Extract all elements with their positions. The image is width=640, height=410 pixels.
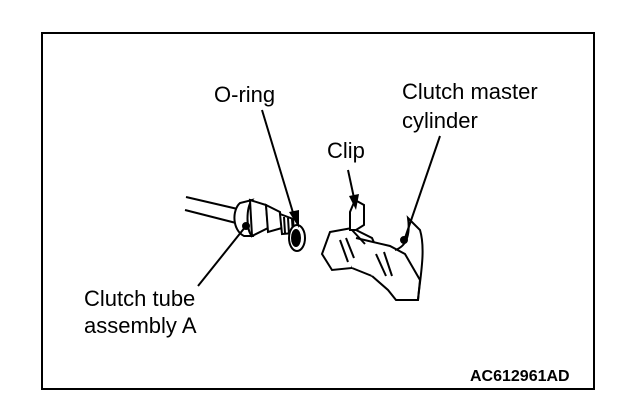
clip-leader	[347, 169, 355, 199]
clutch-tube-leader	[197, 225, 247, 287]
o-ring-icon	[288, 224, 306, 252]
o-ring-leader	[261, 109, 295, 217]
figure-frame	[41, 32, 595, 390]
clutch-tube-icon	[184, 196, 296, 238]
clip-arrowhead	[349, 194, 359, 210]
clip-icon	[349, 198, 366, 245]
clutch-master-label-line2: cylinder	[402, 108, 478, 133]
clip-label: Clip	[327, 138, 365, 163]
figure-code: AC612961AD	[470, 368, 570, 385]
clutch-tube-label-line2: assembly A	[84, 313, 197, 338]
o-ring-arrowhead	[289, 210, 299, 228]
leader-lines	[197, 109, 441, 287]
master-cylinder-dot	[400, 236, 408, 244]
clutch-tube-dot	[242, 222, 250, 230]
o-ring-label: O-ring	[214, 82, 276, 107]
clutch-tube-label-line1: Clutch tube	[84, 286, 196, 311]
clutch-master-label-line1: Clutch master	[402, 79, 538, 104]
master-cylinder-leader	[404, 135, 441, 239]
